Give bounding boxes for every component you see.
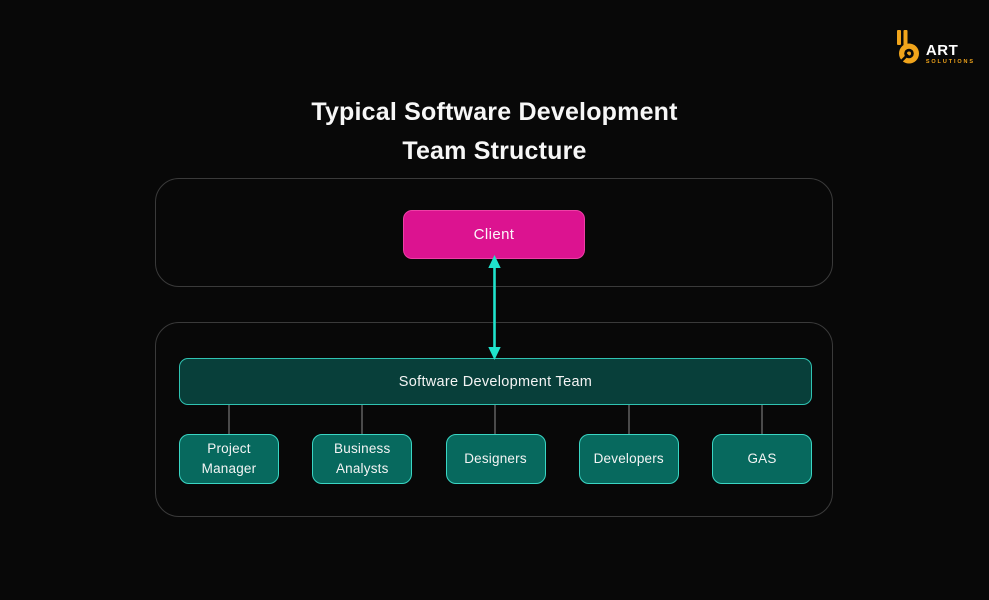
team-node: Software Development Team bbox=[179, 358, 812, 405]
brand-logo: ART SOLUTIONS bbox=[895, 30, 975, 66]
role-node-project-manager: Project Manager bbox=[179, 434, 279, 484]
role-node-developers: Developers bbox=[578, 434, 679, 484]
team-node-label: Software Development Team bbox=[398, 373, 593, 390]
role-node-gas: GAS bbox=[712, 434, 812, 484]
client-node-label: Client bbox=[473, 226, 515, 243]
client-team-arrow bbox=[488, 255, 501, 360]
page-title-line2: Team Structure bbox=[402, 136, 587, 165]
role-label: Designers bbox=[464, 451, 527, 467]
connector-line bbox=[494, 405, 496, 434]
brand-name: ART bbox=[925, 42, 959, 59]
page-title-line1: Typical Software Development bbox=[311, 97, 678, 126]
team-frame: Software Development Team Project Manage… bbox=[155, 322, 833, 517]
connector-line bbox=[228, 405, 230, 434]
role-label: GAS bbox=[747, 451, 777, 467]
roles-row: Project Manager Business Analysts Design… bbox=[179, 434, 812, 484]
brand-b-icon bbox=[896, 30, 919, 64]
role-label: Business Analysts bbox=[334, 441, 391, 476]
page-title: Typical Software Development Team Struct… bbox=[0, 93, 989, 171]
brand-subtitle: SOLUTIONS bbox=[925, 59, 975, 65]
connector-line bbox=[361, 405, 363, 434]
role-node-designers: Designers bbox=[445, 434, 546, 484]
role-node-business-analysts: Business Analysts bbox=[312, 434, 413, 484]
connector-line bbox=[628, 405, 630, 434]
brand-logo-text: ART SOLUTIONS bbox=[926, 30, 975, 66]
connector-line bbox=[761, 405, 763, 434]
role-label: Project Manager bbox=[201, 441, 257, 476]
client-node: Client bbox=[403, 210, 585, 259]
role-label: Developers bbox=[593, 451, 664, 467]
